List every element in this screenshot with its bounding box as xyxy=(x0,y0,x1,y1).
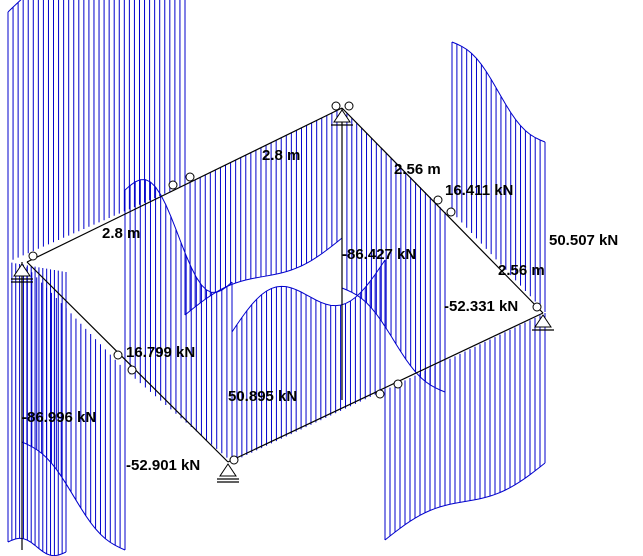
dimension-label: 2.8 m xyxy=(102,225,140,242)
diagram-labels: 2.8 m 2.8 m 2.56 m 2.56 m -86.996 kN -86… xyxy=(22,147,618,474)
hinge-node xyxy=(331,101,341,111)
dimension-label: 2.56 m xyxy=(498,262,545,279)
force-value-label: -86.996 kN xyxy=(22,409,96,426)
beam-right-back xyxy=(341,107,544,314)
force-value-label: 16.411 kN xyxy=(445,182,513,199)
hinge-node xyxy=(113,350,123,360)
hinge-node xyxy=(393,379,403,389)
hinge-node xyxy=(433,195,443,205)
hinge-node xyxy=(28,251,38,261)
beam-right-back-diagram-b-envelope xyxy=(451,41,546,143)
force-value-label: 16.799 kN xyxy=(126,344,195,361)
beam-left-front xyxy=(26,261,229,463)
beam-front xyxy=(227,312,544,463)
hinge-node xyxy=(375,389,385,399)
force-value-label: -52.901 kN xyxy=(126,457,200,474)
supports xyxy=(11,109,554,483)
pin-support-icon xyxy=(11,263,33,283)
force-value-label: -86.427 kN xyxy=(342,246,416,263)
beam-right-back-diagram-envelope xyxy=(341,287,446,393)
hinge-node xyxy=(185,172,195,182)
hinge-node xyxy=(344,101,354,111)
hinge-node xyxy=(127,365,137,375)
beam-left-back-diagram-envelope xyxy=(7,0,22,13)
hinge-nodes xyxy=(28,101,542,465)
force-value-label: -52.331 kN xyxy=(444,298,518,315)
column-left-diagram-lower-envelope xyxy=(7,537,67,556)
pin-support-icon xyxy=(217,463,239,483)
force-value-label: 50.507 kN xyxy=(549,232,618,249)
hinge-node xyxy=(168,180,178,190)
dimension-label: 2.8 m xyxy=(262,147,300,164)
hinge-node xyxy=(446,207,456,217)
pin-support-icon xyxy=(331,109,353,126)
beam-left-back-diagram-b-envelope xyxy=(184,237,343,316)
force-diagram-envelopes xyxy=(7,0,546,556)
beam-left-back xyxy=(26,107,343,263)
pin-support-icon xyxy=(532,314,554,331)
hinge-node xyxy=(532,302,542,312)
dimension-label: 2.56 m xyxy=(394,161,441,178)
frame-members xyxy=(21,107,544,550)
force-diagram-strips xyxy=(7,0,546,556)
beam-front-diagram-envelope xyxy=(231,259,386,333)
hinge-node xyxy=(229,455,239,465)
beam-front-diagram-b-envelope xyxy=(384,462,546,541)
beam-left-front-diagram-b-envelope xyxy=(124,179,233,293)
force-value-label: 50.895 kN xyxy=(228,388,297,405)
beam-left-front-diagram-envelope xyxy=(21,441,126,551)
